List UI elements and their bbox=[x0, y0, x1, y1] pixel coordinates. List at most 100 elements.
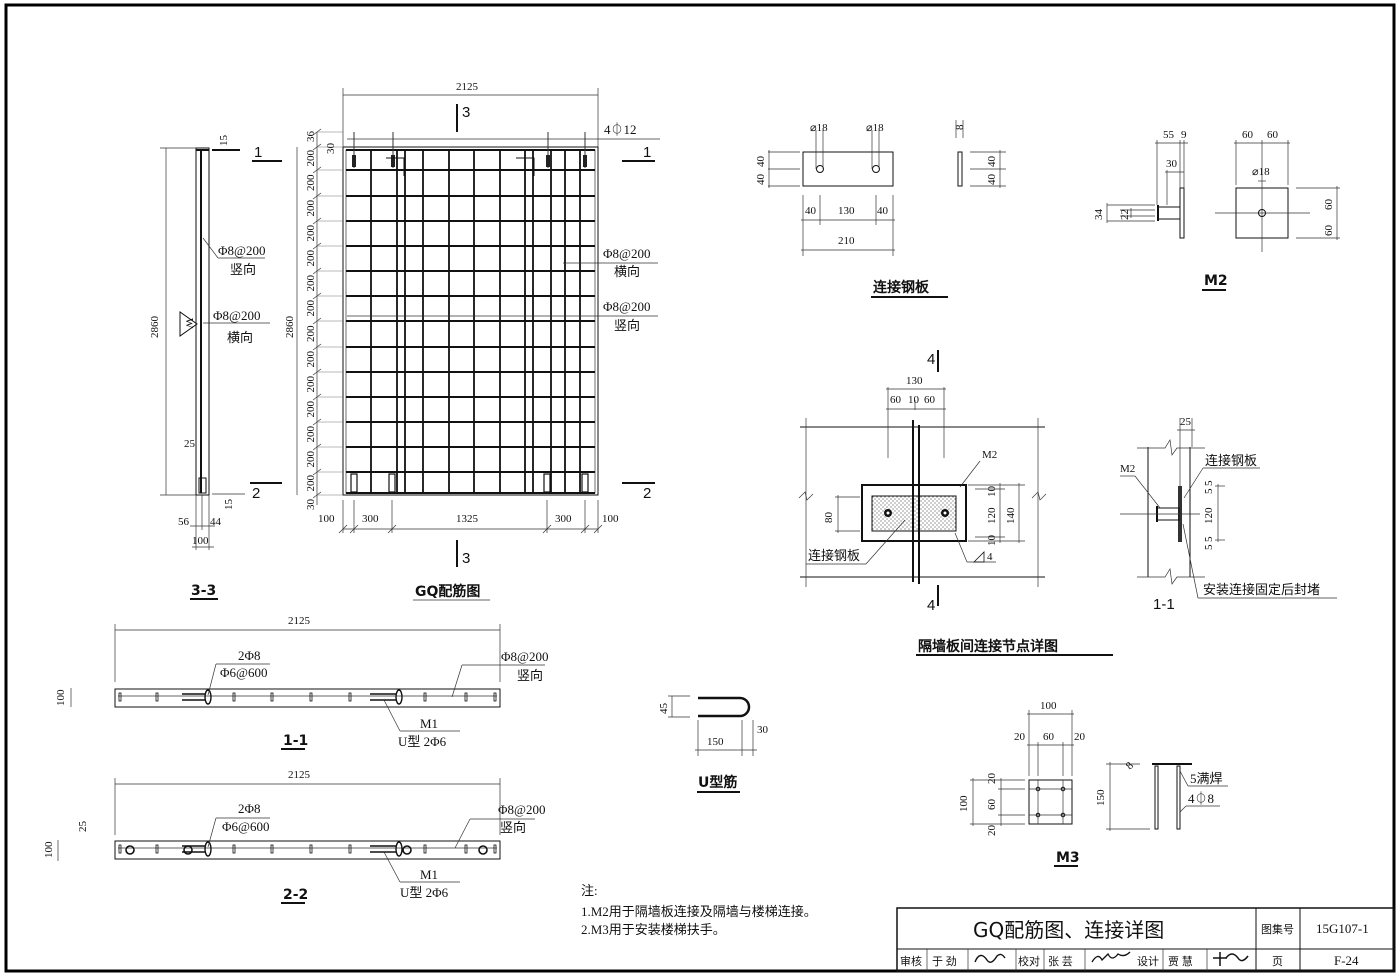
anchor-bar-section bbox=[125, 845, 135, 855]
label-a1: 2Φ8 bbox=[238, 648, 261, 663]
check-name: 张 芸 bbox=[1048, 955, 1073, 968]
u-bar-mark bbox=[350, 473, 358, 493]
vertical-bar-mark bbox=[464, 844, 468, 854]
plate-title: 连接钢板 bbox=[873, 279, 930, 296]
section-22-title: 2-2 bbox=[283, 887, 308, 903]
label-v-dir: 竖向 bbox=[230, 262, 256, 277]
vertical-bar-mark bbox=[309, 844, 313, 854]
m1-embed bbox=[204, 689, 212, 705]
check-label: 校对 bbox=[1018, 954, 1040, 968]
review-signature bbox=[974, 953, 1006, 963]
thickness-dim: 100 bbox=[55, 689, 67, 706]
dim-140: 140 bbox=[1005, 507, 1017, 524]
bar-marks bbox=[118, 841, 497, 857]
weld-size: 4 bbox=[987, 551, 993, 563]
dim-9: 9 bbox=[1181, 129, 1187, 141]
u-bar-shape bbox=[698, 696, 751, 718]
label-plate: 连接钢板 bbox=[808, 548, 860, 563]
dim-tick bbox=[349, 524, 359, 534]
wall-mark: W bbox=[183, 318, 195, 329]
vertical-bar-mark bbox=[270, 692, 274, 702]
label-h-dir: 横向 bbox=[227, 330, 253, 345]
vertical-bar-mark bbox=[309, 692, 313, 702]
m2-hole bbox=[1258, 209, 1266, 217]
section-mark-1: 1 bbox=[254, 144, 262, 161]
dim-60b: 60 bbox=[1267, 129, 1279, 141]
vertical-bar-mark bbox=[493, 692, 497, 702]
gq-reinforcement-plan: 2125 3 4⏀12 1 2 2860 2002002002002002002… bbox=[284, 81, 660, 601]
vertical-bar-mark bbox=[348, 692, 352, 702]
section-1-1-detail: 25 M2 连接钢板 5 5 120 5 5 安装连接固定后封堵 1-1 bbox=[1120, 416, 1337, 613]
title-block-title: GQ配筋图、连接详图 bbox=[973, 918, 1164, 942]
m2-plate-side bbox=[1179, 187, 1185, 239]
u-bar-title: U型筋 bbox=[698, 774, 737, 791]
bar-dot bbox=[1035, 786, 1041, 792]
wall-outline bbox=[195, 147, 210, 496]
vertical-bar-mark bbox=[464, 692, 468, 702]
section-3-3: 2860 15 1 2 15 Φ8@200 竖向 Φ8@200 横向 W 25 … bbox=[149, 135, 282, 600]
dim-20a: 20 bbox=[1014, 731, 1026, 743]
anchor-bar-section bbox=[478, 845, 488, 855]
bottom-dim: 300 bbox=[362, 513, 379, 525]
dim-30: 30 bbox=[1166, 158, 1178, 170]
label-b1: Φ8@200 bbox=[498, 802, 545, 817]
label-h-bar: Φ8@200 bbox=[213, 308, 260, 323]
dim-130: 130 bbox=[906, 375, 923, 387]
dim-tick bbox=[593, 524, 603, 534]
m3-detail: 100 20 60 20 100 20 60 20 150 8 5满焊 4⏀8 … bbox=[958, 700, 1228, 867]
dim-tick bbox=[338, 524, 348, 534]
label-a2: Φ6@600 bbox=[220, 665, 267, 680]
bottom-offset-30: 30 bbox=[305, 499, 317, 511]
section-1-1: 2125 100 2Φ8 Φ6@600 Φ8@200 竖向 M1 U型 2Φ6 … bbox=[55, 615, 548, 750]
side-20b: 20 bbox=[986, 825, 998, 837]
plate-side-view bbox=[957, 151, 963, 187]
atlas-no: 15G107-1 bbox=[1316, 921, 1369, 936]
dim-30: 30 bbox=[757, 724, 769, 736]
width-dim: 2125 bbox=[288, 615, 311, 627]
note-1: 1.M2用于隔墙板连接及隔墙与楼梯连接。 bbox=[581, 904, 817, 919]
rebar-grid bbox=[346, 132, 595, 494]
bottom-15: 15 bbox=[223, 499, 235, 511]
connecting-plate-detail: ⌀18 ⌀18 40 40 40 130 40 210 8 40 40 连接钢板 bbox=[755, 120, 1006, 298]
label-plate: 连接钢板 bbox=[1205, 453, 1257, 468]
dim-60c: 60 bbox=[1323, 199, 1335, 211]
label-h-bar: Φ8@200 bbox=[603, 246, 650, 261]
dim-5c: 5 bbox=[1203, 536, 1215, 542]
spacing-dim: 200 bbox=[305, 150, 317, 167]
m2-title: M2 bbox=[1204, 273, 1228, 289]
label-v-bar: Φ8@200 bbox=[218, 243, 265, 258]
weld-label: 5满焊 bbox=[1190, 771, 1223, 786]
label-a1: 2Φ8 bbox=[238, 801, 261, 816]
bolt-hole bbox=[816, 165, 824, 173]
label-b1: Φ8@200 bbox=[501, 649, 548, 664]
bottom-dim: 300 bbox=[555, 513, 572, 525]
bars-label: 4⏀8 bbox=[1188, 791, 1214, 806]
u-bar-detail: 45 150 30 U型筋 bbox=[658, 695, 769, 793]
vertical-bar-mark bbox=[118, 692, 122, 702]
top-offset-30: 30 bbox=[325, 143, 337, 155]
section-1-right: 1 bbox=[643, 144, 651, 161]
vertical-bar-mark bbox=[423, 692, 427, 702]
dim-56: 56 bbox=[178, 516, 190, 528]
side-20a: 20 bbox=[986, 773, 998, 785]
u-bar-mark bbox=[581, 473, 589, 493]
vertical-bar-mark bbox=[232, 844, 236, 854]
hole-dia-1: ⌀18 bbox=[810, 122, 828, 134]
side-100: 100 bbox=[958, 795, 970, 812]
section-2-2: 2125 100 25 2Φ8 Φ6@600 Φ8@200 竖向 M1 U型 2… bbox=[43, 769, 545, 904]
top-offset-36: 36 bbox=[305, 131, 317, 143]
anchor-block bbox=[391, 155, 395, 167]
vertical-bar-mark bbox=[155, 844, 159, 854]
label-c1: M1 bbox=[420, 716, 438, 731]
section-11-title: 1-1 bbox=[283, 733, 308, 749]
page-label: 页 bbox=[1272, 956, 1283, 968]
anchor-bar-section bbox=[402, 845, 412, 855]
dim-80: 80 bbox=[823, 512, 835, 524]
dim-120: 120 bbox=[1203, 507, 1215, 524]
dim-100: 100 bbox=[192, 535, 209, 547]
spacing-dim: 200 bbox=[305, 200, 317, 217]
m3-bar bbox=[1176, 765, 1181, 830]
dim-60: 60 bbox=[1043, 731, 1055, 743]
spacing-dim: 200 bbox=[305, 300, 317, 317]
